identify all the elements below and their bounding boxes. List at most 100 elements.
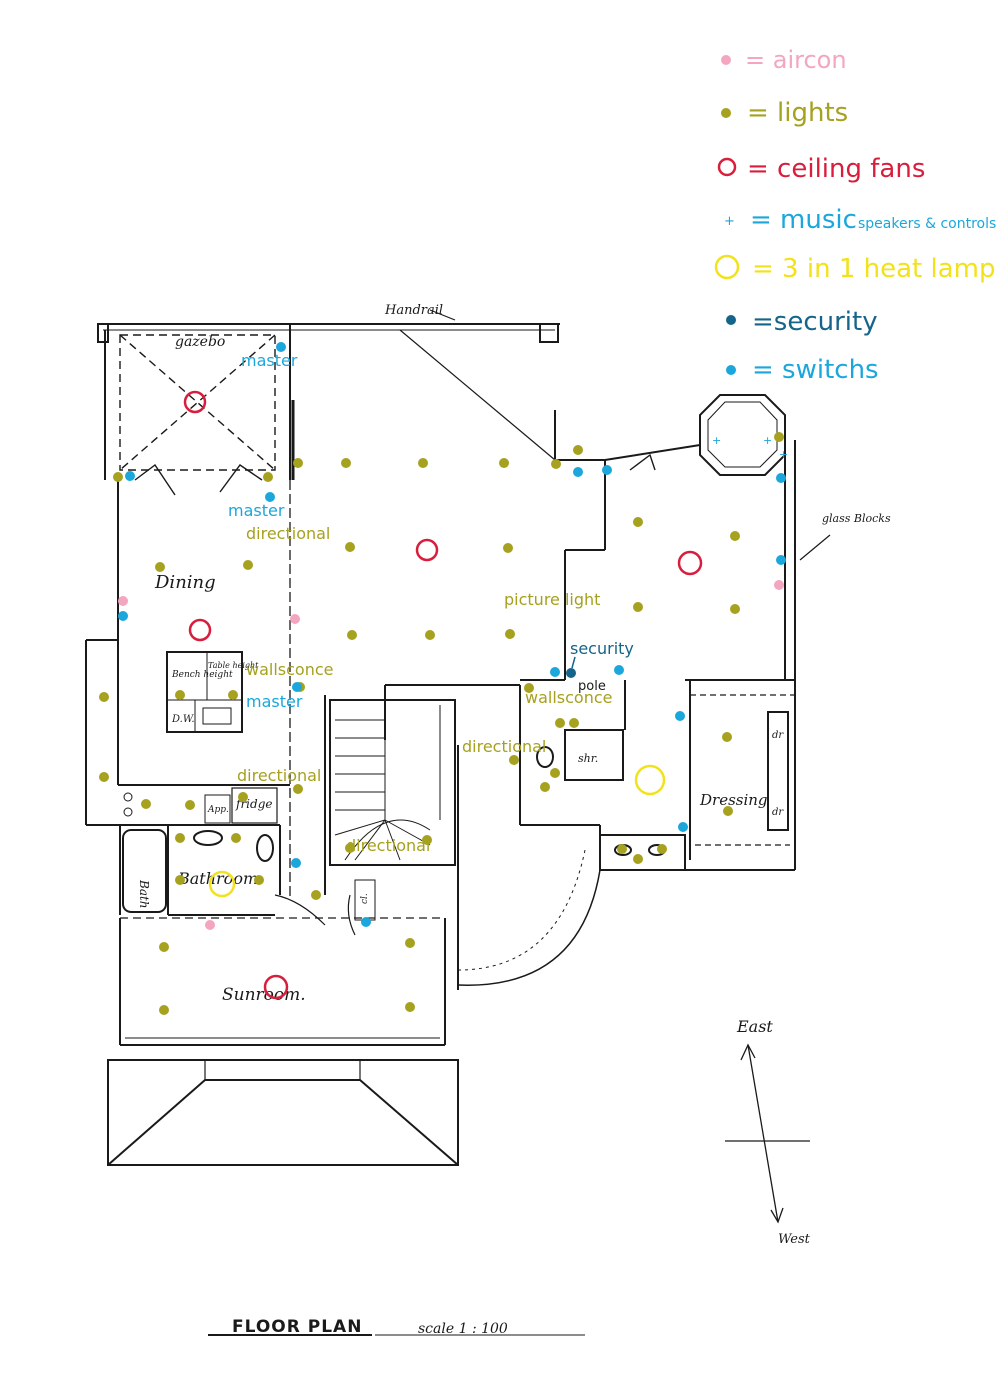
light xyxy=(633,517,643,527)
annotation-directional: directional xyxy=(246,524,330,543)
gazebo-roof-lines xyxy=(119,334,276,471)
annotation-wallsconce: wallsconce xyxy=(246,660,333,679)
light xyxy=(499,458,509,468)
bath-toilet xyxy=(256,834,274,862)
label-bench: Bench height xyxy=(171,670,233,680)
shower xyxy=(564,729,624,781)
music-speaker: + xyxy=(763,434,772,447)
light xyxy=(774,432,784,442)
ceiling-fan-living xyxy=(415,538,439,562)
curved-balcony xyxy=(457,869,601,986)
legend-music-swatch: + xyxy=(724,214,735,229)
scale-label: scale 1 : 100 xyxy=(418,1321,508,1337)
walls xyxy=(85,309,831,1166)
room-labels: Handrail gazebo Dining Bench height Tabl… xyxy=(137,303,891,1005)
legend: = aircon = lights = ceiling fans + = mus… xyxy=(714,46,996,385)
light xyxy=(730,531,740,541)
wardrobe xyxy=(767,711,789,831)
light xyxy=(113,472,123,482)
label-bath: Bath xyxy=(137,879,151,909)
light xyxy=(159,1005,169,1015)
security-pointer xyxy=(571,656,576,669)
label-dr-1: dr xyxy=(772,730,784,741)
legend-lights-label: = lights xyxy=(747,98,848,128)
ceiling-fan-gazebo xyxy=(183,390,207,414)
light xyxy=(159,942,169,952)
label-glass-blocks: glass Blocks xyxy=(822,512,891,525)
compass-arrow xyxy=(747,1044,779,1223)
roof-hip xyxy=(107,1079,206,1166)
compass-west-label: West xyxy=(778,1232,811,1247)
light xyxy=(422,835,432,845)
wall-bed-north xyxy=(604,444,701,461)
light xyxy=(345,542,355,552)
switch xyxy=(675,711,685,721)
legend-music-note: speakers & controls xyxy=(858,216,996,232)
light xyxy=(141,799,151,809)
light xyxy=(405,938,415,948)
security-sensor xyxy=(566,668,576,678)
heat-lamps xyxy=(208,764,666,898)
light xyxy=(228,690,238,700)
annotation-picture-light: picture light xyxy=(504,590,600,609)
legend-security-label: =security xyxy=(752,307,878,337)
light xyxy=(175,690,185,700)
light xyxy=(633,854,643,864)
light xyxy=(185,800,195,810)
light xyxy=(99,692,109,702)
label-dining: Dining xyxy=(154,572,216,593)
light xyxy=(263,472,273,482)
label-gazebo: gazebo xyxy=(175,334,225,350)
legend-security-swatch xyxy=(726,315,736,325)
light xyxy=(175,875,185,885)
compass-arrowhead-west xyxy=(770,1207,784,1224)
light xyxy=(505,629,515,639)
aircon xyxy=(205,920,215,930)
bed-door xyxy=(629,453,656,471)
bath-basin xyxy=(193,830,223,846)
heat-lamp-ensuite xyxy=(634,764,666,796)
bath-door-arc xyxy=(274,894,326,926)
handrail-arrow xyxy=(429,309,456,321)
light xyxy=(657,844,667,854)
annotation-master: master xyxy=(228,501,285,520)
light xyxy=(99,772,109,782)
annotation-security: security xyxy=(570,639,634,658)
legend-switchs-label: = switchs xyxy=(752,355,879,385)
light xyxy=(418,458,428,468)
legend-lights-swatch xyxy=(721,108,731,118)
toilet-ensuite xyxy=(536,746,554,768)
switch xyxy=(125,471,135,481)
legend-heat-lamp-label: = 3 in 1 heat lamp xyxy=(752,254,995,284)
fridge-outline xyxy=(231,787,278,824)
switch xyxy=(573,467,583,477)
compass-east-label: East xyxy=(736,1017,773,1036)
ceiling-fan-dining xyxy=(188,618,212,642)
switch xyxy=(361,917,371,927)
annotation-directional: directional xyxy=(346,836,430,855)
light xyxy=(633,602,643,612)
label-cl: cl. xyxy=(360,893,370,904)
legend-heat-lamp-swatch xyxy=(714,254,740,280)
switch xyxy=(602,465,612,475)
ceiling-fan-sunroom xyxy=(263,974,289,1000)
roof-outline xyxy=(107,1059,459,1166)
legend-ceiling-fan-swatch xyxy=(717,157,737,177)
curved-balcony-inner xyxy=(457,849,586,971)
post xyxy=(97,323,109,343)
light xyxy=(555,718,565,728)
light xyxy=(311,890,321,900)
light xyxy=(573,445,583,455)
app-outline xyxy=(204,794,231,824)
music-speaker: + xyxy=(779,448,788,461)
light xyxy=(231,833,241,843)
switch xyxy=(265,492,275,502)
post xyxy=(539,323,559,343)
annotation-master: master xyxy=(241,351,298,370)
switch xyxy=(118,611,128,621)
light xyxy=(617,844,627,854)
bay-octagon xyxy=(699,394,786,476)
aircon xyxy=(774,580,784,590)
label-dw: D.W. xyxy=(171,714,195,725)
